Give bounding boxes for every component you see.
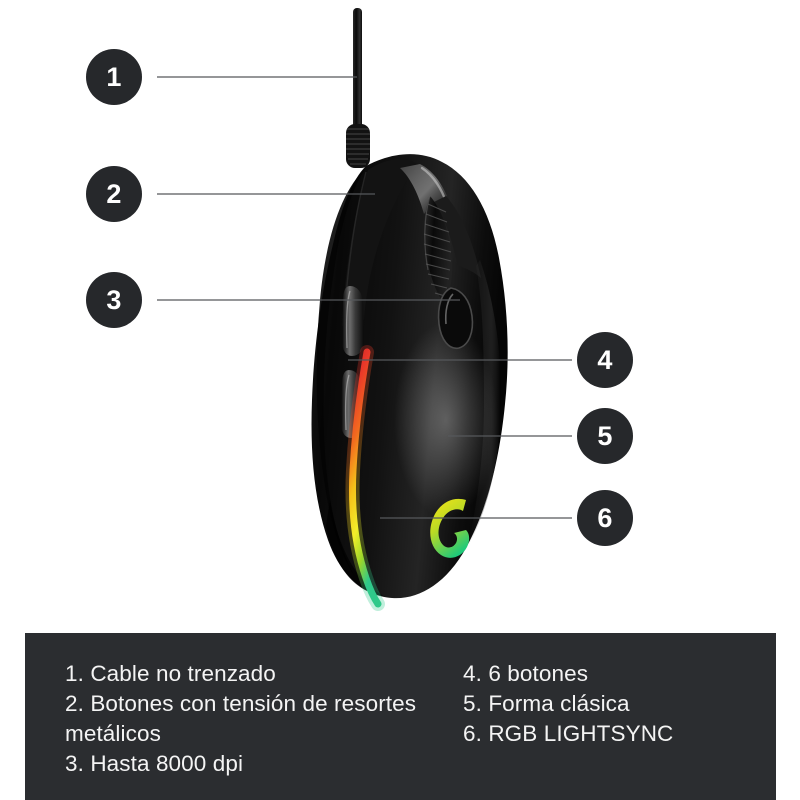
dpi-button[interactable] bbox=[437, 287, 474, 349]
legend-column-right: 4. 6 botones 5. Forma clásica 6. RGB LIG… bbox=[455, 659, 755, 779]
callout-badge-1[interactable]: 1 bbox=[86, 49, 142, 105]
mouse-illustration-svg bbox=[157, 8, 572, 611]
callout-badge-2[interactable]: 2 bbox=[86, 166, 142, 222]
leader-lines bbox=[157, 76, 572, 519]
product-illustration: 1 2 3 4 5 6 bbox=[86, 8, 633, 611]
feature-legend-panel: 1. Cable no trenzado 2. Botones con tens… bbox=[25, 633, 776, 800]
callout-badge-3[interactable]: 3 bbox=[86, 272, 142, 328]
legend-item-3: 3. Hasta 8000 dpi bbox=[65, 751, 244, 776]
scroll-wheel[interactable] bbox=[423, 195, 452, 302]
legend-column-left: 1. Cable no trenzado 2. Botones con tens… bbox=[25, 659, 455, 779]
legend-item-2: 2. Botones con tensión de resortes metál… bbox=[65, 691, 417, 746]
cable-strain-relief bbox=[346, 124, 370, 168]
rgb-lightsync-strip bbox=[345, 345, 385, 611]
side-button-forward[interactable] bbox=[342, 286, 364, 356]
mouse-body bbox=[311, 154, 508, 599]
callout-badge-5[interactable]: 5 bbox=[577, 408, 633, 464]
logitech-g-logo bbox=[430, 498, 470, 558]
callout-badge-4[interactable]: 4 bbox=[577, 332, 633, 388]
callout-badge-6[interactable]: 6 bbox=[577, 490, 633, 546]
mouse-cable bbox=[346, 8, 370, 168]
legend-item-5: 5. Forma clásica bbox=[463, 691, 630, 716]
legend-item-1: 1. Cable no trenzado bbox=[65, 661, 276, 686]
legend-item-4: 4. 6 botones bbox=[463, 661, 589, 686]
legend-item-6: 6. RGB LIGHTSYNC bbox=[463, 721, 674, 746]
